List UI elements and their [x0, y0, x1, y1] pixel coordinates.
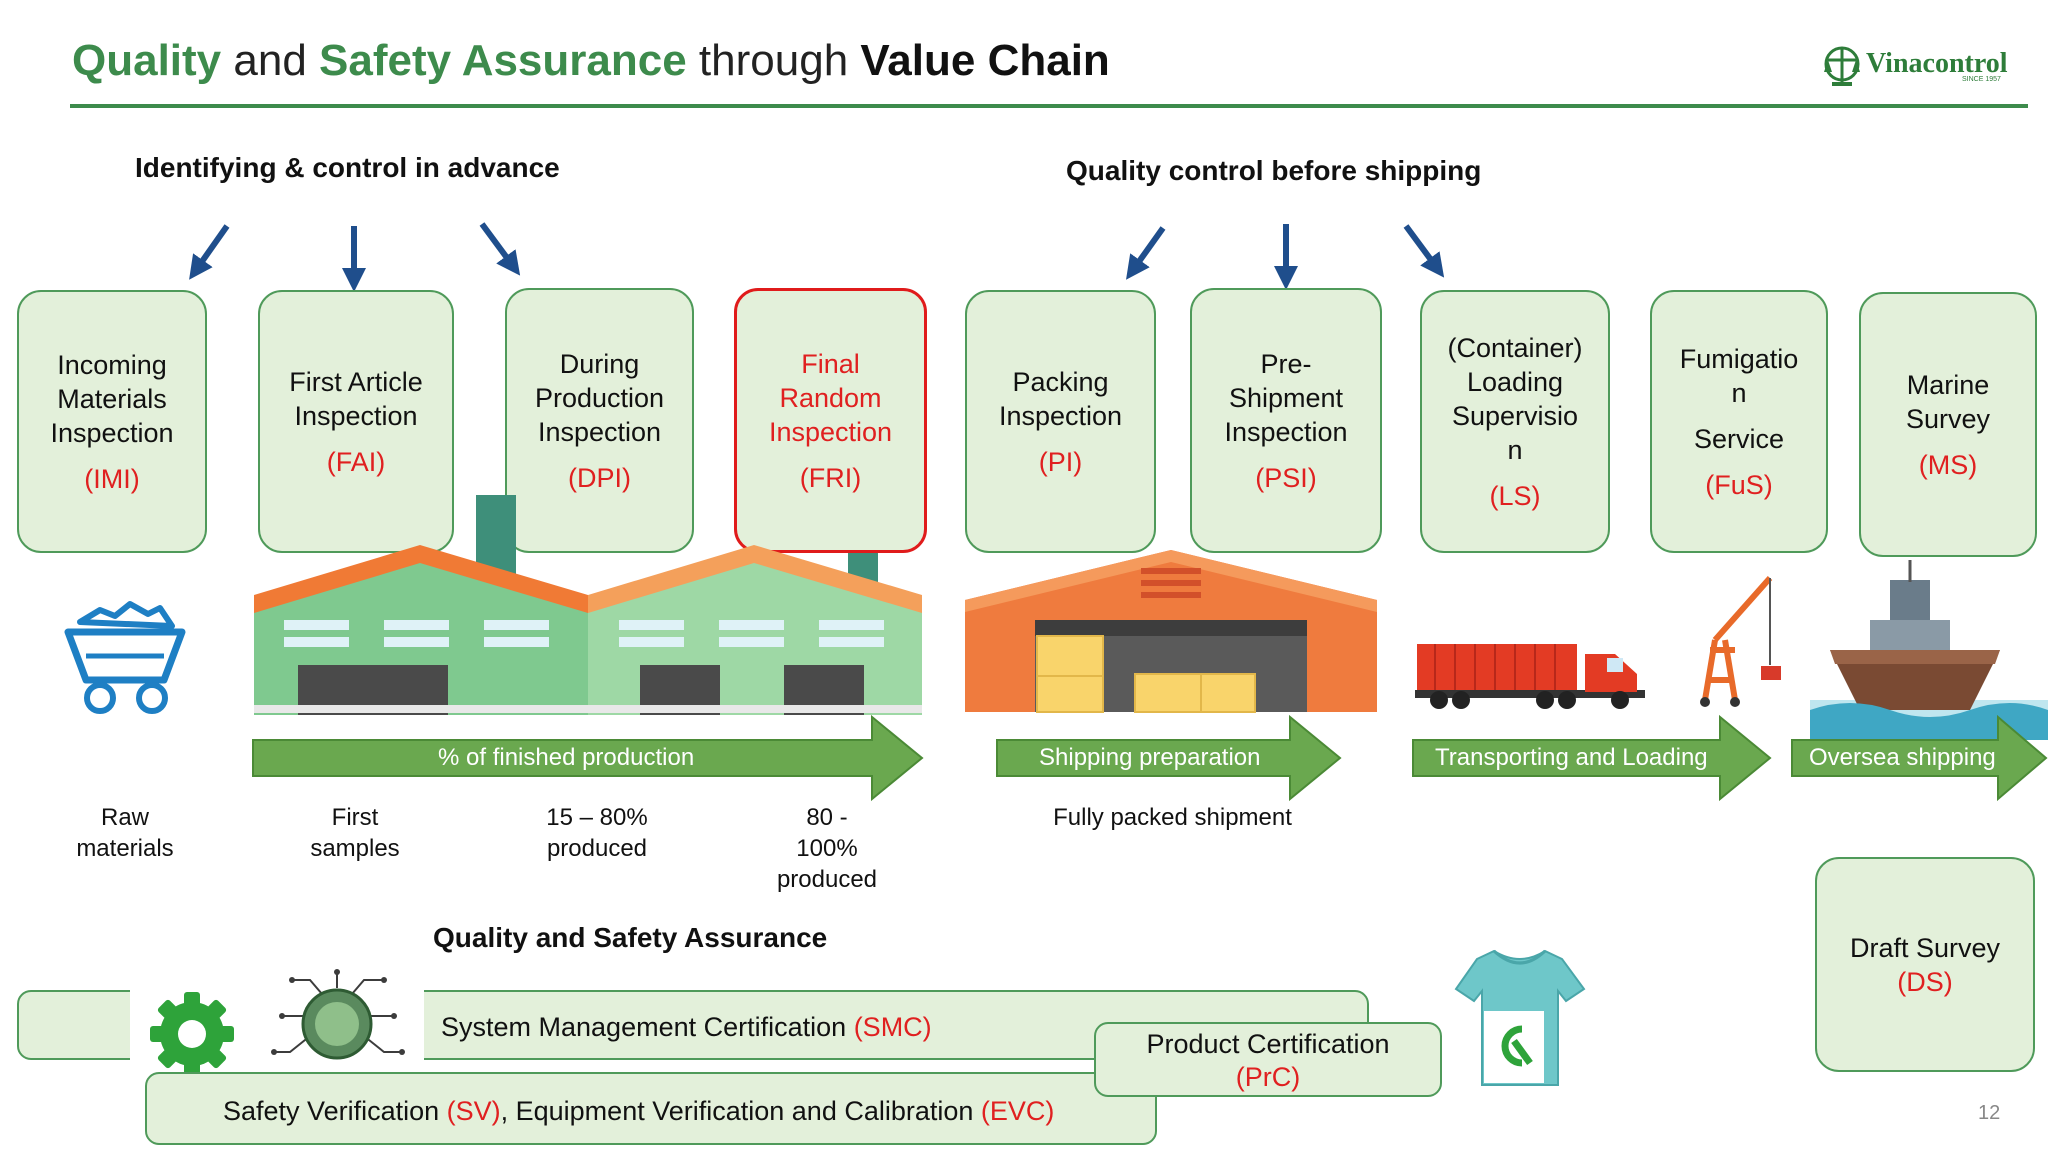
logo-tagline: SINCE 1957	[1962, 76, 2001, 83]
bar-sv-evc: Safety Verification (SV), Equipment Veri…	[145, 1072, 1157, 1145]
factory-illustration	[254, 495, 922, 715]
stage-packed: Fully packed shipment	[1053, 804, 1292, 831]
band-oversea	[1791, 714, 2048, 802]
heading-shipping: Quality control before shipping	[1066, 155, 1482, 186]
logo-name: Vinacontrol	[1866, 48, 2008, 79]
warehouse-illustration	[965, 550, 1377, 713]
flow-band-arrows	[252, 714, 2048, 802]
gear-icon	[150, 992, 234, 1076]
band-transport-label: Transporting and Loading	[1435, 744, 1708, 771]
stage-mid: 15 – 80%produced	[546, 804, 648, 862]
box-draft-survey: Draft Survey (DS)	[1815, 857, 2035, 1072]
scales-icon	[1824, 46, 1860, 86]
band-oversea-label: Oversea shipping	[1809, 744, 1996, 771]
arrow-down-right-icon	[1403, 224, 1445, 278]
band-production-label: % of finished production	[438, 744, 695, 771]
band-shipping-label: Shipping preparation	[1039, 744, 1261, 771]
mine-cart-icon	[64, 601, 186, 714]
arrow-down-right-icon	[479, 222, 521, 276]
smc-text: System Management Certification (SMC)	[441, 1012, 932, 1042]
stage-final: 80 -100%produced	[776, 804, 878, 893]
arrow-down-left-icon	[1126, 226, 1166, 280]
page-title: Quality and Safety Assurance through Val…	[72, 36, 1110, 85]
bar-prc: Product Certification (PrC)	[1094, 1022, 1442, 1097]
circuit-globe-icon	[271, 969, 405, 1060]
advance-arrows	[189, 222, 1445, 292]
sv-evc-text: Safety Verification (SV), Equipment Veri…	[223, 1096, 1055, 1126]
arrow-down-left-icon	[189, 224, 230, 280]
band-production	[252, 714, 924, 802]
page-number: 12	[1978, 1102, 2001, 1124]
title-divider	[70, 104, 2028, 108]
truck-illustration	[1415, 644, 1645, 709]
band-shipping	[996, 714, 1342, 802]
tshirt-icon	[1454, 949, 1586, 1086]
down-arrows	[189, 222, 1445, 292]
heading-advance: Identifying & control in advance	[135, 152, 560, 183]
crane-illustration	[1700, 576, 1781, 707]
heading-assurance: Quality and Safety Assurance	[433, 922, 828, 953]
band-transport	[1412, 714, 1772, 802]
ship-illustration	[1810, 560, 2048, 740]
vinacontrol-logo: Vinacontrol SINCE 1957	[1822, 44, 2022, 88]
